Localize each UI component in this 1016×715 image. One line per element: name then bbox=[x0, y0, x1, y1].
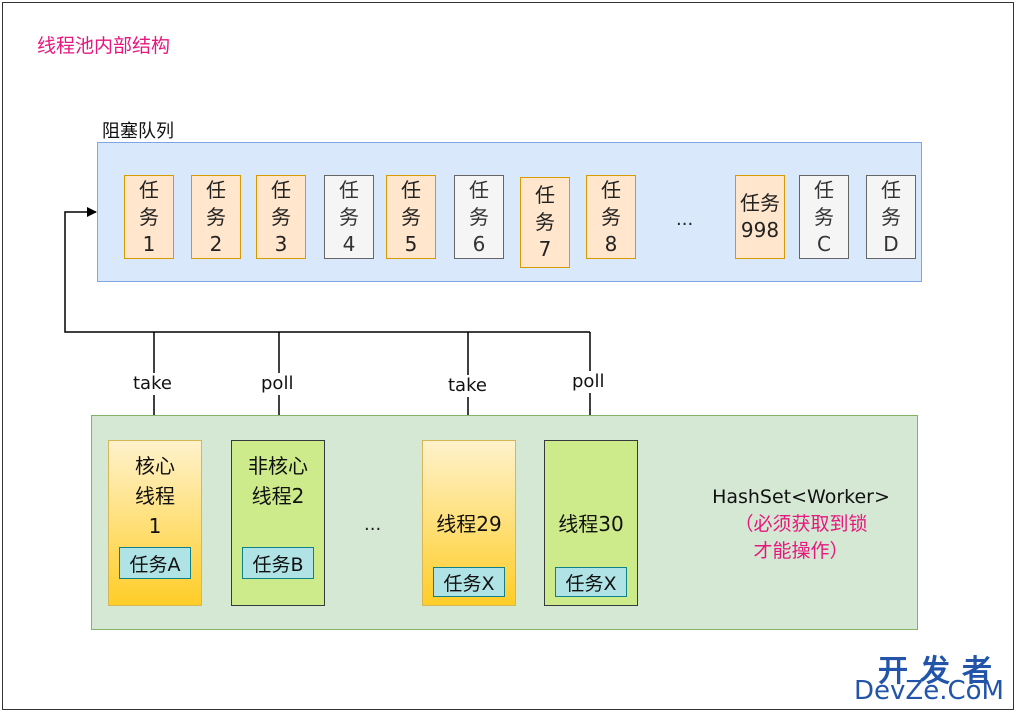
worker-29-edge-label: take bbox=[446, 375, 489, 397]
queue-task-7: 任务7 bbox=[520, 177, 570, 268]
queue-task-6: 任务6 bbox=[454, 175, 504, 259]
hashset-lock-note: （必须获取到锁才能操作） bbox=[734, 513, 868, 562]
queue-task-3: 任务3 bbox=[256, 175, 306, 259]
queue-task-998: 任务998 bbox=[735, 175, 785, 259]
blocking-queue: 任务1 任务2 任务3 任务4 任务5 任务6 任务7 任务8 ... 任务99… bbox=[97, 142, 922, 282]
worker-noncore-2: 非核心线程2 任务B bbox=[231, 440, 325, 606]
worker-1-edge-label: take bbox=[131, 373, 174, 395]
queue-task-5: 任务5 bbox=[386, 175, 436, 259]
worker-core-1: 核心线程1 任务A bbox=[108, 440, 202, 606]
worker-30-edge-label: poll bbox=[570, 371, 607, 393]
worker-2-edge-label: poll bbox=[259, 373, 296, 395]
worker-task: 任务X bbox=[433, 567, 505, 597]
hashset-annotation: HashSet<Worker> （必须获取到锁才能操作） bbox=[701, 484, 901, 565]
watermark-en: DevZe.CoM bbox=[854, 676, 1004, 706]
worker-name: 线程30 bbox=[558, 512, 624, 536]
queue-ellipsis: ... bbox=[676, 209, 694, 230]
queue-task-d: 任务D bbox=[866, 175, 916, 259]
diagram-title: 线程池内部结构 bbox=[37, 35, 171, 57]
worker-task: 任务A bbox=[119, 547, 191, 579]
hashset-title: HashSet<Worker> bbox=[712, 486, 890, 508]
worker-30: 线程30 任务X bbox=[544, 440, 638, 606]
worker-task: 任务X bbox=[555, 567, 627, 597]
queue-task-c: 任务C bbox=[799, 175, 849, 259]
worker-ellipsis: ... bbox=[364, 514, 382, 535]
thread-pool-workers: 核心线程1 任务A 非核心线程2 任务B ... 线程29 任务X 线程30 任… bbox=[91, 415, 918, 630]
queue-task-1: 任务1 bbox=[124, 175, 174, 259]
queue-task-2: 任务2 bbox=[191, 175, 241, 259]
worker-task: 任务B bbox=[242, 547, 314, 579]
worker-name: 线程29 bbox=[436, 512, 502, 536]
blocking-queue-label: 阻塞队列 bbox=[102, 121, 174, 142]
watermark-cn: 开发者 bbox=[878, 654, 1004, 689]
queue-task-4: 任务4 bbox=[324, 175, 374, 259]
queue-task-8: 任务8 bbox=[586, 175, 636, 259]
return-arrow-line bbox=[64, 207, 590, 333]
worker-name: 核心线程1 bbox=[135, 454, 175, 538]
worker-name: 非核心线程2 bbox=[248, 454, 308, 508]
worker-29: 线程29 任务X bbox=[422, 440, 516, 606]
